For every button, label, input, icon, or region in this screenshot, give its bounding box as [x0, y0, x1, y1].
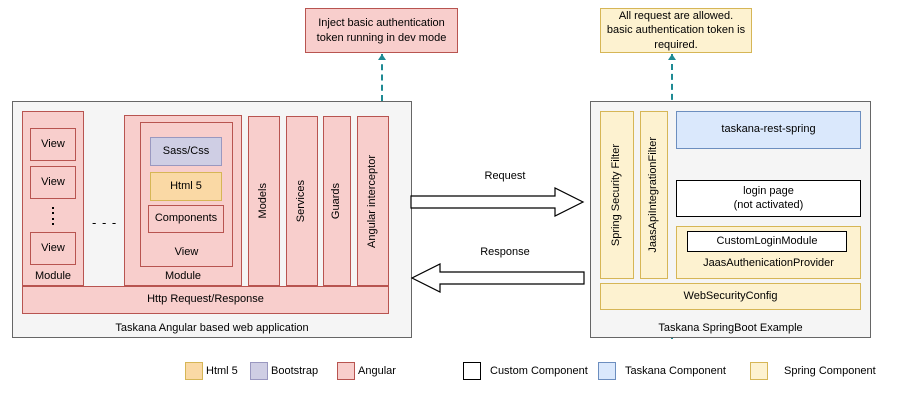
legend-label-custom-component: Custom Component	[490, 365, 588, 377]
column-services-label: Services	[295, 179, 308, 223]
legend-label-bootstrap: Bootstrap	[271, 365, 319, 377]
column-models[interactable]: Models	[248, 116, 280, 286]
request-arrow	[410, 187, 585, 217]
login-page-line-1: login page	[743, 184, 794, 197]
html5-box[interactable]: Html 5	[150, 172, 222, 201]
legend-swatch-custom-component	[463, 362, 481, 380]
spring-security-filter[interactable]: Spring Security Filter	[600, 111, 634, 279]
legend-swatch-html5	[185, 362, 203, 380]
legend-swatch-taskana-component	[598, 362, 616, 380]
sass-css-box[interactable]: Sass/Css	[150, 137, 222, 166]
web-security-config-box[interactable]: WebSecurityConfig	[600, 283, 861, 310]
module-separator-dashes: - - -	[92, 215, 118, 230]
taskana-rest-spring-box[interactable]: taskana-rest-spring	[676, 111, 861, 149]
legend-label-html5: Html 5	[206, 365, 238, 377]
callout-all-requests: All request are allowed. basic authentic…	[600, 8, 752, 53]
column-services[interactable]: Services	[286, 116, 318, 286]
response-arrow	[410, 263, 585, 293]
connector-all-requests-arrowhead	[668, 54, 676, 60]
module-simple-view-3[interactable]: View	[30, 232, 76, 265]
jaas-authentication-provider-label: JaasAuthenicationProvider	[703, 257, 834, 269]
spring-security-filter-label: Spring Security Filter	[610, 143, 623, 247]
left-container-caption: Taskana Angular based web application	[115, 322, 309, 334]
components-box[interactable]: Components	[148, 205, 224, 233]
custom-login-module-box[interactable]: CustomLoginModule	[687, 231, 847, 252]
jaas-api-integration-filter-label: JaasApiIntegrationFilter	[647, 137, 660, 253]
legend-swatch-angular	[337, 362, 355, 380]
login-page-line-2: (not activated)	[733, 198, 804, 211]
legend-label-spring-component: Spring Component	[784, 365, 876, 377]
http-request-response-bar[interactable]: Http Request/Response	[22, 286, 389, 314]
module-detailed-label: Module	[164, 270, 202, 282]
module-simple-label: Module	[34, 270, 72, 282]
connector-inject-token	[381, 54, 383, 101]
column-guards[interactable]: Guards	[323, 116, 351, 286]
connector-inject-token-arrowhead	[378, 54, 386, 60]
column-guards-label: Guards	[330, 182, 343, 220]
login-page-box[interactable]: login page (not activated)	[676, 180, 861, 217]
legend-label-angular: Angular	[358, 365, 396, 377]
column-models-label: Models	[257, 183, 270, 219]
module-detailed-view-label: View	[174, 246, 199, 258]
legend-swatch-spring-component	[750, 362, 768, 380]
callout-inject-token: Inject basic authentication token runnin…	[305, 8, 458, 53]
module-simple-view-1[interactable]: View	[30, 128, 76, 161]
module-simple-view-2[interactable]: View	[30, 166, 76, 199]
jaas-api-integration-filter[interactable]: JaasApiIntegrationFilter	[640, 111, 668, 279]
column-angular-interceptor-label: Angular interceptor	[366, 154, 379, 248]
right-container-caption: Taskana SpringBoot Example	[658, 322, 803, 334]
legend-label-taskana-component: Taskana Component	[625, 365, 726, 377]
legend-swatch-bootstrap	[250, 362, 268, 380]
request-arrow-label: Request	[484, 170, 526, 182]
column-angular-interceptor[interactable]: Angular interceptor	[357, 116, 389, 286]
module-simple-ellipsis-icon	[52, 207, 54, 225]
response-arrow-label: Response	[480, 246, 530, 258]
